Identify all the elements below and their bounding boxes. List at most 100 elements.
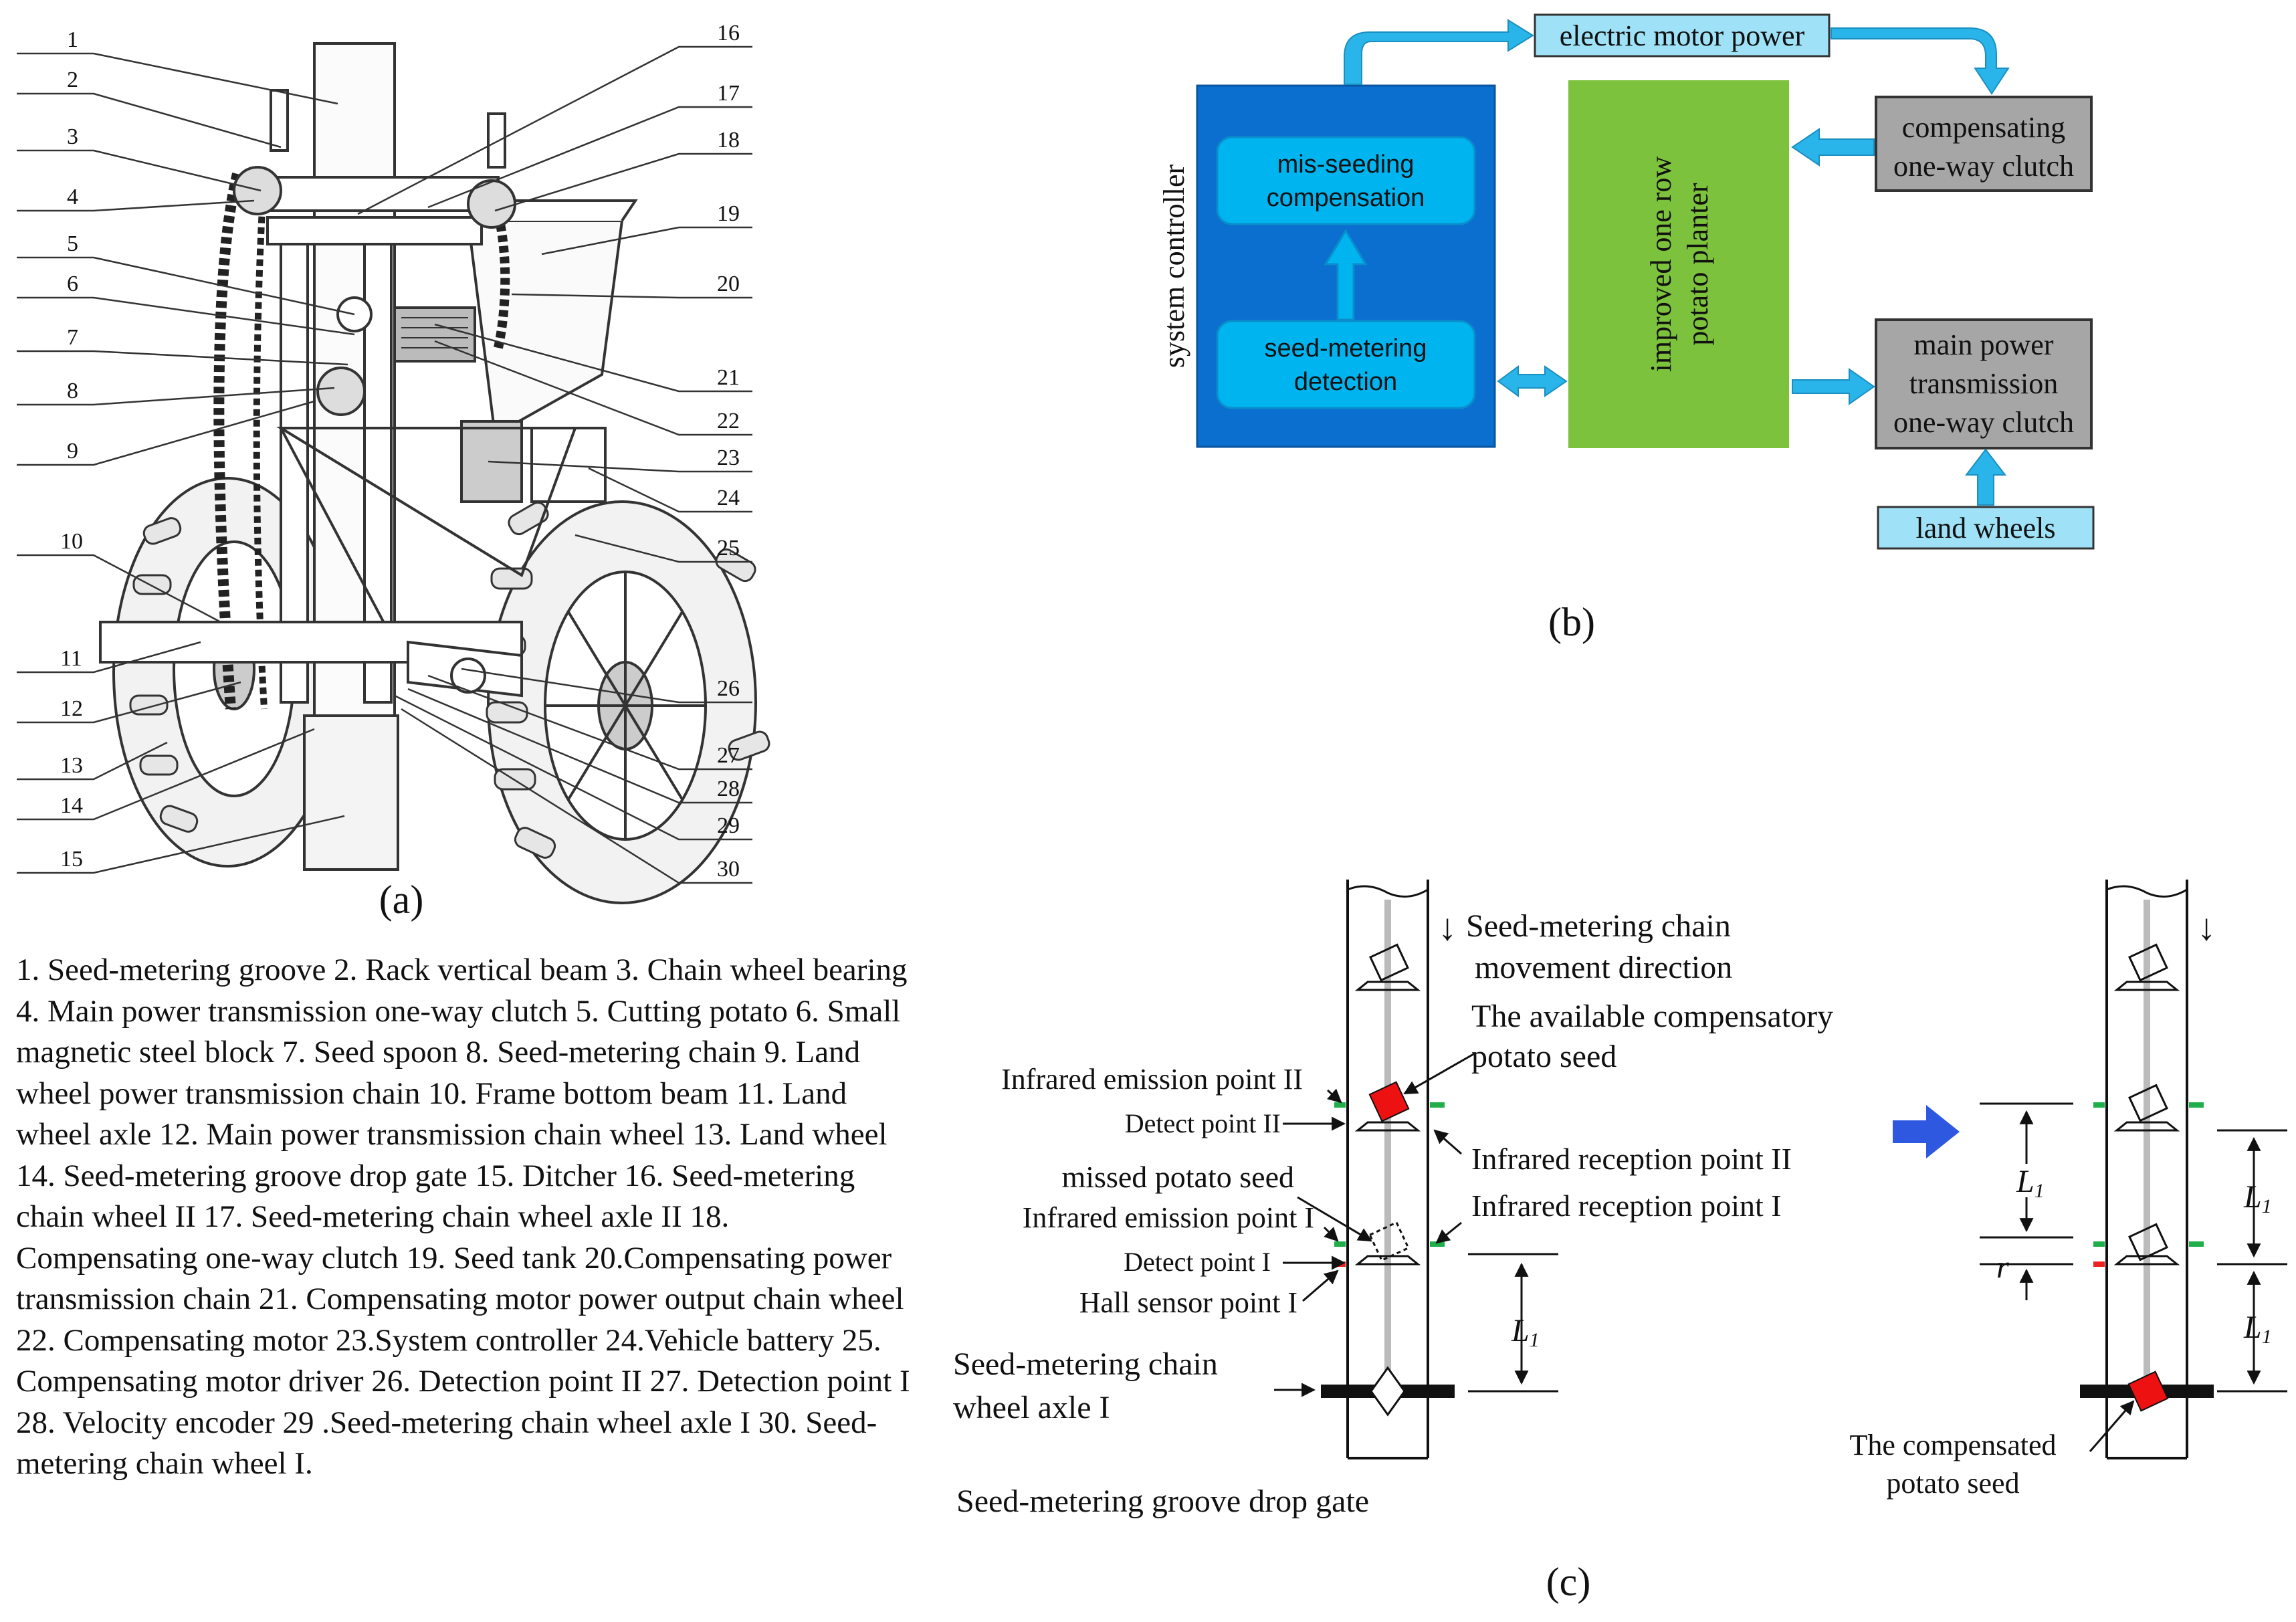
seed-metering-detection-box [1216, 320, 1476, 409]
groove-tube-left [1346, 880, 1429, 1459]
available-seed-label-2: potato seed [1471, 1039, 1616, 1074]
callout-numbers-left: 1 2 3 4 5 6 7 8 9 10 11 12 13 14 15 [60, 27, 83, 872]
L1-left-label: L1 [1511, 1313, 1540, 1351]
ir-reception-2-label: Infrared reception point II [1471, 1142, 1792, 1176]
potato-planter-box [1568, 80, 1789, 448]
groove-tube-right [2105, 880, 2188, 1459]
electric-motor-power-label: electric motor power [1560, 19, 1805, 52]
compensated-seed-label-1: The compensated [1849, 1429, 2056, 1461]
electric-motor-power-box [1534, 13, 1831, 58]
right-direction-arrow: ↓ [2197, 907, 2216, 948]
callout-25: 25 [717, 536, 740, 561]
panel-a-caption: (a) [379, 878, 424, 922]
callout-26: 26 [717, 676, 740, 701]
detection-principle-diagram [1274, 880, 2287, 1459]
callout-19: 19 [717, 201, 740, 226]
main-power-clutch-box [1875, 318, 2093, 449]
hall-sensor-label: Hall sensor point I [1079, 1286, 1297, 1319]
dimension-L1-left [1468, 1253, 1558, 1393]
callout-7: 7 [67, 325, 78, 350]
callout-20: 20 [717, 272, 740, 296]
callout-21: 21 [717, 365, 740, 390]
main-clutch-line3: one-way clutch [1893, 406, 2074, 439]
callout-3: 3 [67, 124, 78, 149]
callout-15: 15 [60, 847, 83, 872]
chain-direction-arrow: ↓ [1438, 907, 1457, 948]
callout-29: 29 [717, 813, 740, 838]
detect-point-1-label: Detect point I [1124, 1247, 1271, 1277]
callout-leaders-left [17, 52, 355, 874]
dimensions-right [1980, 1102, 2287, 1393]
callout-28: 28 [717, 777, 740, 801]
callout-16: 16 [717, 21, 740, 45]
callout-22: 22 [717, 409, 740, 433]
controller-to-motor-power-arrow [1344, 19, 1534, 85]
detect-point-2-label: Detect point II [1125, 1108, 1281, 1138]
callout-13: 13 [60, 753, 83, 778]
compensated-potato-seed [2127, 1371, 2169, 1412]
panel-c-labels: ↓ Seed-metering chain movement direction… [953, 907, 2272, 1519]
ditcher [303, 714, 399, 871]
panel-c-caption: (c) [1546, 1560, 1591, 1604]
right-land-wheel [487, 500, 757, 904]
ir-reception-1-label: Infrared reception point I [1471, 1189, 1782, 1223]
callout-5: 5 [67, 231, 78, 256]
available-seed-label-1: The available compensatory [1471, 999, 1833, 1034]
detection-to-compensation-arrow [1324, 229, 1368, 321]
callout-30: 30 [717, 857, 740, 882]
compensating-clutch-box [1875, 96, 2093, 192]
drop-gate-label: Seed-metering groove drop gate [956, 1484, 1369, 1519]
callout-leaders-right [357, 45, 752, 884]
motor-power-to-clutch-arrow [1831, 27, 2010, 95]
chain-direction-label-1: Seed-metering chain [1466, 908, 1731, 944]
land-wheels-box [1877, 506, 2095, 550]
planter-machine-drawing [99, 42, 770, 904]
callout-18: 18 [717, 128, 740, 153]
callout-14: 14 [60, 793, 83, 818]
land-wheels-label: land wheels [1916, 512, 2056, 544]
seed-spoons-left [1354, 943, 1421, 1265]
main-clutch-line2: transmission [1909, 367, 2058, 400]
callout-12: 12 [60, 696, 83, 721]
planter-to-main-clutch-arrow [1792, 368, 1875, 405]
wheels-to-main-clutch-arrow [1964, 448, 2007, 506]
L1-right-bottom-label: L1 [2243, 1310, 2272, 1348]
panel-b-caption: (b) [1548, 600, 1595, 644]
callout-2: 2 [67, 68, 78, 92]
axle-label-1: Seed-metering chain [953, 1346, 1218, 1382]
seed-spoons-right [2113, 943, 2180, 1265]
component-legend: 1. Seed-metering groove 2. Rack vertical… [16, 952, 910, 1481]
controller-planter-bidirectional-arrow [1497, 365, 1568, 397]
seed-detect-line2: detection [1294, 368, 1397, 396]
callout-8: 8 [67, 379, 78, 403]
callout-4: 4 [67, 185, 78, 209]
callout-11: 11 [60, 646, 82, 671]
callout-24: 24 [717, 486, 740, 510]
ir-emission-2-label: Infrared emission point II [1001, 1063, 1303, 1096]
clutch-to-planter-arrow [1791, 128, 1875, 167]
L1-right-top-label: L1 [2243, 1179, 2272, 1217]
transition-arrow [1893, 1105, 1960, 1158]
callout-9: 9 [67, 439, 78, 464]
callout-23: 23 [717, 445, 740, 470]
available-compensatory-seed [1368, 1081, 1410, 1122]
planter-line2: potato planter [1681, 183, 1714, 345]
chain-direction-label-2: movement direction [1475, 950, 1732, 985]
mis-seeding-line1: mis-seeding [1277, 150, 1415, 179]
callout-10: 10 [60, 529, 83, 554]
L1-right-mid-label: L1 [2016, 1164, 2045, 1202]
compensating-motor [393, 306, 476, 363]
callout-6: 6 [67, 272, 78, 296]
planter-line1: improved one row [1645, 156, 1677, 372]
r-label: r [1996, 1249, 2009, 1285]
seed-detect-line1: seed-metering [1265, 334, 1427, 363]
mis-seeding-line2: compensation [1267, 184, 1425, 212]
system-controller-label: system controller [1158, 165, 1190, 369]
callout-numbers-right: 16 17 18 19 20 21 22 23 24 25 26 27 28 2… [717, 21, 740, 882]
label-leader-arrows [1274, 1052, 2135, 1452]
comp-clutch-line1: compensating [1902, 111, 2065, 144]
main-clutch-line1: main power [1914, 328, 2054, 361]
control-block-diagram: system controller mis-seeding compensati… [1158, 13, 2095, 550]
compensated-seed-label-2: potato seed [1886, 1467, 2019, 1500]
